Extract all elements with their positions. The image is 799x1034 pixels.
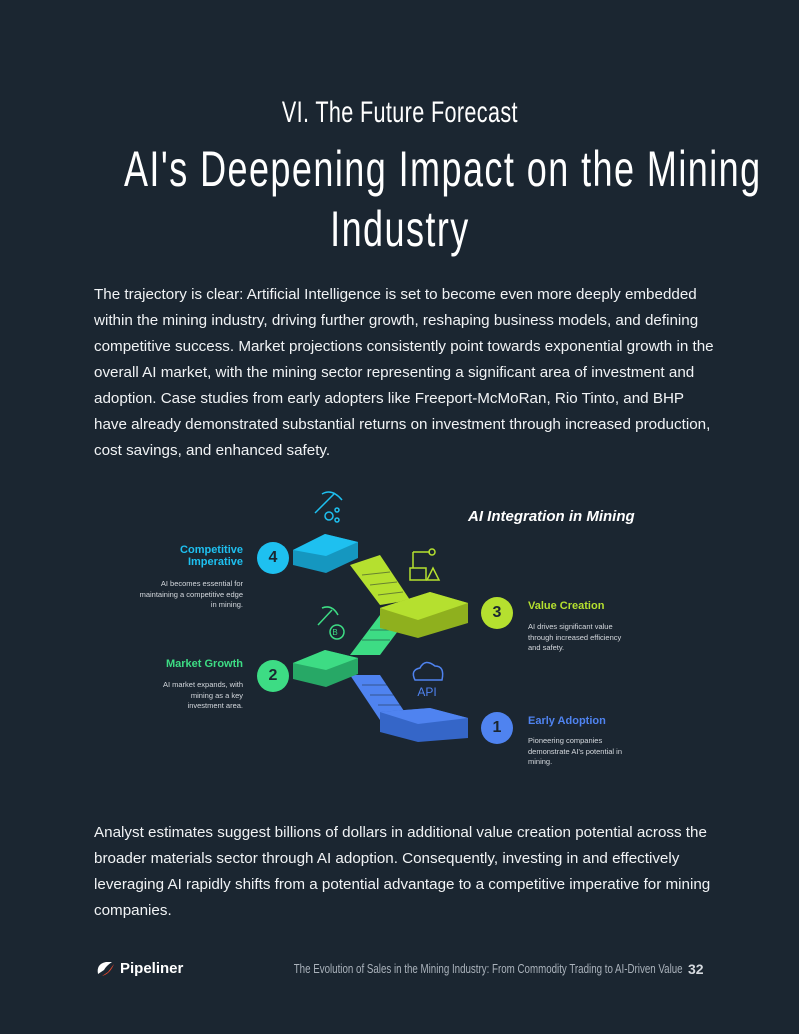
svg-text:B: B [332,628,337,637]
step-2-label: Market Growth [165,658,243,670]
step-3-label: Value Creation [528,600,605,612]
step-4-desc: AI becomes essential for maintaining a c… [139,579,243,609]
step-1-label: Early Adoption [528,715,606,727]
step-2-desc: AI market expands, with mining as a key … [162,680,243,710]
page-title: AI's Deepening Impact on the Mining [0,140,799,198]
doc-title-text: The Evolution of Sales in the Mining Ind… [294,962,683,976]
api-label: API [417,685,436,699]
cloud-api-icon [412,661,444,681]
pipeliner-logo: Pipeliner [94,958,183,978]
logo-text: Pipeliner [120,959,184,977]
step-3-badge: 3 [481,597,513,629]
step-1-badge: 1 [481,712,513,744]
pickaxe-bitcoin-icon [317,606,345,640]
infographic-title: AI Integration in Mining [468,508,635,525]
step-3-desc: AI drives significant value through incr… [528,622,622,652]
staircase-graphic: B API [293,491,468,742]
stairs-3-4 [350,555,410,605]
step-1-desc: Pioneering companies demonstrate AI's po… [528,736,622,766]
pickaxe-ore-icon [314,491,343,523]
section-subtitle: VI. The Future Forecast [0,96,799,130]
page-number: 32 [688,961,704,977]
step-4-label: Competitive Imperative [180,544,243,568]
ai-integration-infographic: B API AI Integration in Mining 4 Competi… [100,480,660,780]
step-4-badge: 4 [257,542,289,574]
page-title-cont: Industry [0,200,799,258]
step-2-badge: 2 [257,660,289,692]
subtitle-text: VI. The Future Forecast [281,96,518,129]
title-line-2: Industry [329,201,470,257]
stairs-1-2 [350,675,410,720]
robot-arm-icon [409,548,441,581]
footer-doc-title: The Evolution of Sales in the Mining Ind… [184,962,683,976]
intro-paragraph: The trajectory is clear: Artificial Inte… [94,286,714,459]
closing-paragraph: Analyst estimates suggest billions of do… [94,824,711,919]
pipeliner-logo-icon [97,962,114,976]
title-line-1: AI's Deepening Impact on the Mining [123,141,762,197]
